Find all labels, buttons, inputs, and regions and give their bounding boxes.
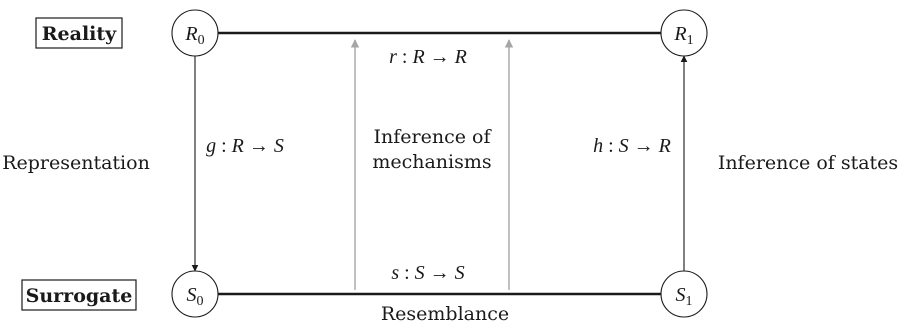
- map-h-label: h : S → R: [593, 135, 671, 157]
- resemblance-label: Resemblance: [381, 303, 509, 325]
- node-r0: R0: [171, 9, 219, 57]
- svg-text:R1: R1: [673, 23, 693, 48]
- svg-text:S0: S0: [187, 284, 204, 309]
- map-g-label: g : R → S: [206, 135, 284, 157]
- inference-states-label: Inference of states: [718, 152, 898, 174]
- surrogate-label: Surrogate: [26, 285, 133, 307]
- reality-label: Reality: [42, 23, 117, 45]
- node-s0: S0: [171, 270, 219, 318]
- node-s1: S1: [660, 270, 708, 318]
- inference-mechanisms-line2: mechanisms: [372, 151, 491, 173]
- surrogate-box: Surrogate: [21, 279, 137, 311]
- svg-text:S1: S1: [676, 284, 693, 309]
- svg-text:R0: R0: [184, 23, 204, 48]
- map-s-label: s : S → S: [391, 262, 464, 284]
- node-r1: R1: [660, 9, 708, 57]
- map-r-label: r : R → R: [389, 46, 467, 68]
- inference-mechanisms-line1: Inference of: [374, 126, 493, 148]
- reality-box: Reality: [35, 17, 123, 49]
- representation-label: Representation: [2, 152, 150, 174]
